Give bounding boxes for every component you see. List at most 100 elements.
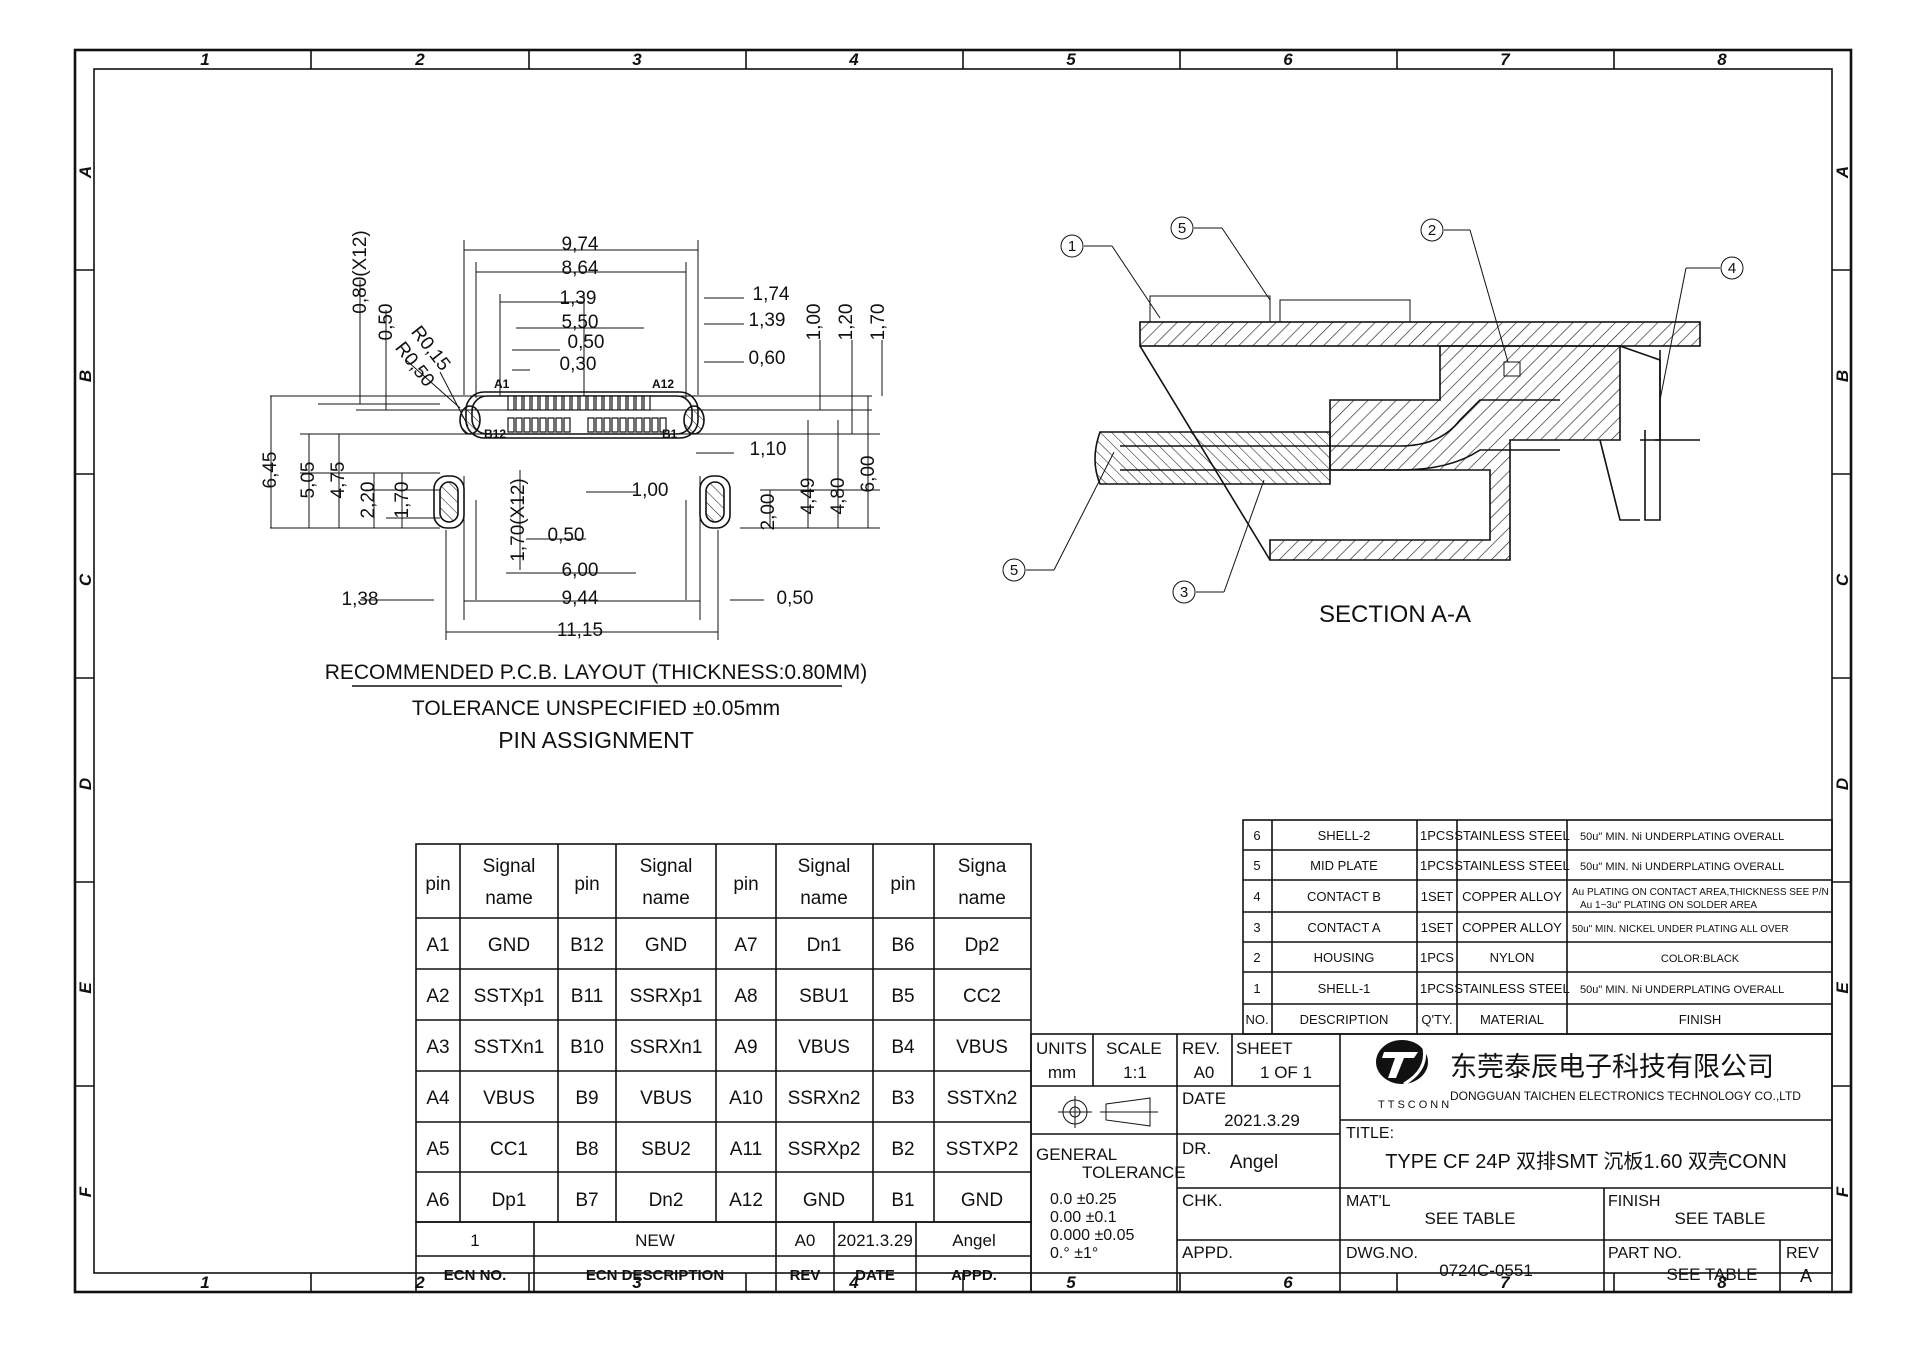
col-label-4-bottom: 4 xyxy=(848,1273,859,1292)
revision-header-date: DATE xyxy=(855,1267,895,1284)
bom-desc: CONTACT A xyxy=(1307,920,1381,935)
dim-1-10: 1,10 xyxy=(750,439,787,460)
col-label-6: 6 xyxy=(1283,50,1293,69)
shell-1-top-plate xyxy=(1139,321,1701,347)
signal-cell: Dn1 xyxy=(807,935,842,956)
row-label-e: E xyxy=(76,982,95,994)
scale-value: 1:1 xyxy=(1123,1063,1147,1082)
bom-desc: MID PLATE xyxy=(1310,858,1378,873)
pin-cell: A9 xyxy=(734,1037,757,1058)
part-no-label: PART NO. xyxy=(1608,1245,1682,1262)
pcb-layout-view: A1 A12 B12 B1 xyxy=(260,230,889,753)
dim-1-74: 1,74 xyxy=(753,284,790,305)
signal-cell: SBU2 xyxy=(641,1139,691,1160)
pin-assignment-table: pin Signal name pin Signal name pin Sign… xyxy=(415,843,1032,1223)
company-name-en: DONGGUAN TAICHEN ELECTRONICS TECHNOLOGY … xyxy=(1450,1089,1801,1103)
signal-cell: SSTXP2 xyxy=(946,1139,1019,1160)
bom-no: 2 xyxy=(1253,950,1260,965)
header-signal-2: Signal xyxy=(640,856,693,877)
pin-cell: A12 xyxy=(729,1190,763,1211)
solder-tail-b xyxy=(1599,439,1640,521)
col-label-2-bottom: 2 xyxy=(414,1273,425,1292)
signal-cell: VBUS xyxy=(798,1037,850,1058)
bom-desc: HOUSING xyxy=(1314,950,1375,965)
rev-value-2: A xyxy=(1800,1266,1812,1286)
pin-cell: B8 xyxy=(575,1139,598,1160)
contact-window xyxy=(1503,361,1521,377)
signal-cell: SSRXn2 xyxy=(788,1088,861,1109)
pcb-caption-tolerance: TOLERANCE UNSPECIFIED ±0.05mm xyxy=(412,697,780,720)
pin-cell: B2 xyxy=(891,1139,914,1160)
pin-label-a12: A12 xyxy=(652,377,674,391)
header-pin-4: pin xyxy=(890,874,915,895)
section-title: SECTION A-A xyxy=(1319,601,1471,628)
balloon-1-text: 1 xyxy=(1068,238,1076,255)
col-label-4: 4 xyxy=(848,50,859,69)
pin-cell: B11 xyxy=(571,986,603,1007)
signal-cell: CC2 xyxy=(963,986,1001,1007)
scale-label: SCALE xyxy=(1106,1039,1162,1058)
dim-0-50-mid: 0,50 xyxy=(548,525,585,546)
col-label-3-bottom: 3 xyxy=(632,1273,642,1292)
balloon-5-top-text: 5 xyxy=(1178,220,1186,237)
bom-finish: 50u" MIN. Ni UNDERPLATING OVERALL xyxy=(1580,831,1784,843)
signal-cell: Dp1 xyxy=(492,1190,527,1211)
row-label-f: F xyxy=(76,1186,95,1197)
shell-2-plate-b xyxy=(1279,299,1411,323)
header-pin-1: pin xyxy=(425,874,450,895)
bom-header-mat: MATERIAL xyxy=(1480,1012,1544,1027)
balloon-5-top xyxy=(1170,216,1194,240)
header-name-3: name xyxy=(800,888,848,909)
revision-header-rev: REV xyxy=(790,1267,821,1284)
bom-no: 3 xyxy=(1253,920,1260,935)
signal-cell: CC1 xyxy=(490,1139,528,1160)
pin-cell: B5 xyxy=(891,986,914,1007)
row-label-a: A xyxy=(76,166,95,179)
title-label: TITLE: xyxy=(1346,1125,1394,1142)
dim-8-64: 8,64 xyxy=(562,258,599,279)
header-pin-3: pin xyxy=(733,874,758,895)
signal-cell: GND xyxy=(645,935,687,956)
pad-row-b xyxy=(507,417,667,433)
signal-cell: SSTXn2 xyxy=(947,1088,1018,1109)
contact-a-line xyxy=(1120,399,1560,447)
tongue xyxy=(1094,431,1331,485)
pin-cell: A3 xyxy=(426,1037,449,1058)
signal-cell: GND xyxy=(961,1190,1003,1211)
section-a-a-view: 1 5 2 4 5 3 SECTION A-A xyxy=(1002,216,1744,628)
col-label-6-bottom: 6 xyxy=(1283,1273,1293,1292)
balloon-4 xyxy=(1720,256,1744,280)
header-signa-4: Signa xyxy=(958,856,1007,877)
bom-qty: 1PCS xyxy=(1420,858,1454,873)
pin-cell: B3 xyxy=(891,1088,914,1109)
solder-tail xyxy=(1644,350,1661,521)
general-tolerance-label-2: TOLERANCE xyxy=(1082,1163,1186,1182)
dim-0-50-top: 0,50 xyxy=(568,332,605,353)
header-name-2: name xyxy=(642,888,690,909)
row-label-d: D xyxy=(76,778,95,790)
ttsconn-logo-icon xyxy=(1376,1040,1428,1086)
dim-0-60: 0,60 xyxy=(749,348,786,369)
signal-cell: VBUS xyxy=(483,1088,535,1109)
sheet-value: 1 OF 1 xyxy=(1260,1063,1312,1082)
pad-row-a xyxy=(507,395,651,411)
title-block: UNITS mm SCALE 1:1 REV. A0 SHEET 1 OF 1 … xyxy=(1030,1033,1833,1293)
shell-2-plate xyxy=(1149,295,1271,323)
balloon-1 xyxy=(1060,234,1084,258)
general-tolerance-label-1: GENERAL xyxy=(1036,1145,1117,1164)
balloon-4-text: 4 xyxy=(1728,260,1736,277)
shell-rear-line xyxy=(1619,345,1661,441)
dim-4-49: 4,49 xyxy=(798,478,819,515)
balloon-5-left xyxy=(1002,558,1026,582)
bom-header-qty: Q'TY. xyxy=(1421,1012,1452,1027)
pin-label-a1: A1 xyxy=(494,377,510,391)
bom-header-no: NO. xyxy=(1245,1012,1268,1027)
revision-header-appd: APPD. xyxy=(951,1267,997,1284)
company-name-cn: 东莞泰辰电子科技有限公司 xyxy=(1450,1052,1774,1082)
pin-cell: A10 xyxy=(729,1088,763,1109)
row-label-b: B xyxy=(76,370,95,382)
revision-rev: A0 xyxy=(795,1231,816,1250)
dwg-no-label: DWG.NO. xyxy=(1346,1245,1418,1262)
header-signal-3: Signal xyxy=(798,856,851,877)
pcb-caption-pin-assignment: PIN ASSIGNMENT xyxy=(498,727,694,753)
